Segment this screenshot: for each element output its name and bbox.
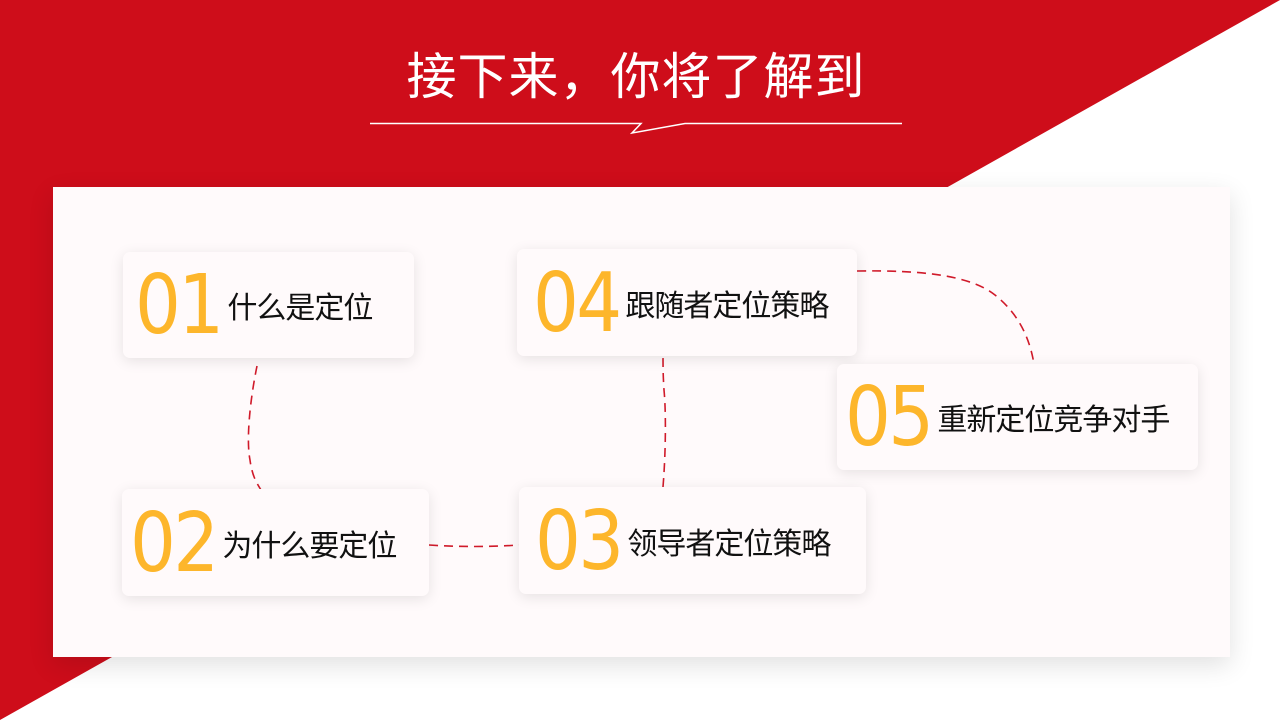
agenda-item-05[interactable]: 05 重新定位竞争对手	[837, 364, 1198, 470]
page-title: 接下来，你将了解到	[406, 48, 866, 106]
item-label: 重新定位竞争对手	[937, 403, 1170, 438]
item-number: 02	[130, 495, 219, 591]
item-number: 01	[135, 258, 224, 353]
item-label: 为什么要定位	[222, 528, 397, 564]
item-label: 领导者定位策略	[627, 526, 831, 562]
agenda-item-04[interactable]: 04 跟随者定位策略	[517, 249, 857, 356]
item-label: 什么是定位	[227, 291, 373, 326]
agenda-item-02[interactable]: 02 为什么要定位	[122, 489, 429, 596]
item-label: 跟随者定位策略	[625, 288, 829, 324]
item-number: 04	[533, 255, 622, 351]
agenda-item-03[interactable]: 03 领导者定位策略	[519, 487, 866, 594]
item-number: 03	[535, 493, 624, 589]
agenda-item-01[interactable]: 01 什么是定位	[123, 252, 414, 358]
item-number: 05	[845, 370, 934, 465]
